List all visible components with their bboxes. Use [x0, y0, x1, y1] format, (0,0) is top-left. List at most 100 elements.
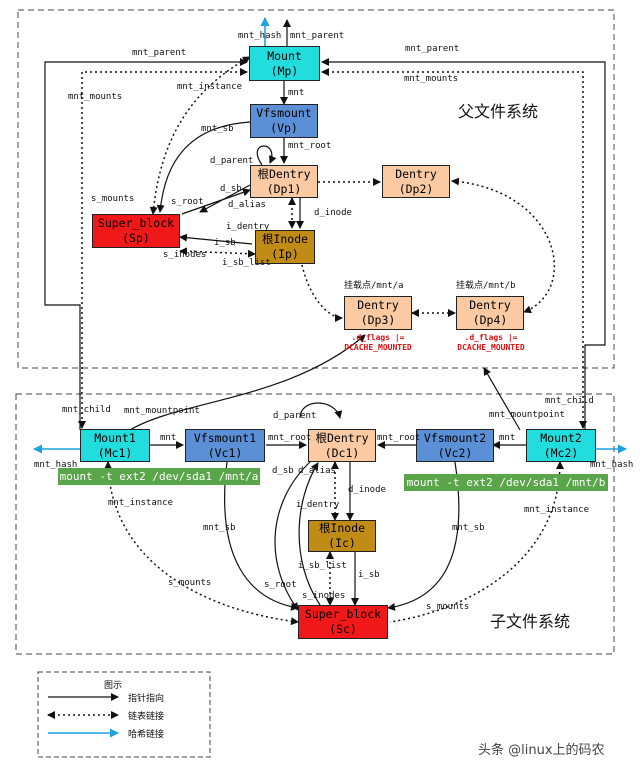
- node-id: (Sc): [329, 622, 357, 636]
- child-list-links: [104, 461, 564, 626]
- mnt-label: mnt: [288, 88, 305, 98]
- dentry-dp2-node[interactable]: Dentry (Dp2): [382, 165, 450, 198]
- vfsmount1-vc1-node[interactable]: Vfsmount1 (Vc1): [185, 429, 265, 462]
- s-root-label: s_root: [264, 580, 297, 590]
- mnt-root-label: mnt_root: [268, 433, 312, 443]
- d-inode-label: d_inode: [348, 485, 386, 495]
- flag-value: DCACHE_MOUNTED: [457, 343, 525, 352]
- node-name: Mount2: [540, 430, 582, 445]
- vfsmount-vp-node[interactable]: Vfsmount (Vp): [250, 104, 318, 138]
- node-name: Super_block: [304, 607, 382, 621]
- dentry-dc1-node[interactable]: 根Dentry (Dc1): [308, 429, 376, 462]
- mnt-hash-label: mnt_hash: [238, 31, 282, 41]
- node-name: Vfsmount: [256, 106, 312, 120]
- i-sb-label: i_sb: [358, 570, 380, 580]
- mnt-root-label: mnt_root: [288, 141, 332, 151]
- mnt-sb-label: mnt_sb: [203, 523, 236, 533]
- node-id: (Ic): [328, 536, 356, 550]
- s-mounts-label: s_mounts: [91, 194, 135, 204]
- legend-list-label: 链表链接: [128, 712, 165, 722]
- flag-value: DCACHE_MOUNTED: [344, 343, 412, 352]
- node-id: (Dp1): [266, 181, 302, 196]
- mnt-hash-label: mnt_hash: [590, 460, 634, 470]
- mnt-mountpoint-label: mnt_mountpoint: [489, 410, 565, 420]
- parent-list-links: [179, 177, 556, 322]
- parent-fs-title: 父文件系统: [458, 102, 539, 121]
- dentry-dp1-node[interactable]: 根Dentry (Dp1): [250, 165, 318, 198]
- dp3-flag-label: .d_flags |= DCACHE_MOUNTED: [344, 333, 412, 353]
- parent-fs-frame: [17, 9, 615, 369]
- mount-command-1: mount -t ext2 /dev/sda1 /mnt/a: [58, 468, 260, 485]
- hash-links: [33, 17, 627, 454]
- dentry-dp3-node[interactable]: Dentry (Dp3): [344, 296, 412, 330]
- dentry-dp4-node[interactable]: Dentry (Dp4): [456, 296, 524, 330]
- mnt-parent-label: mnt_parent: [132, 48, 187, 58]
- node-name: 根Dentry: [257, 166, 311, 181]
- inode-ip-node[interactable]: 根Inode (Ip): [255, 230, 315, 264]
- vfsmount2-vc2-node[interactable]: Vfsmount2 (Vc2): [416, 429, 494, 462]
- mnt-parent-label: mnt_parent: [290, 31, 345, 41]
- s-inodes-label: s_inodes: [302, 591, 346, 601]
- d-alias-label: d_alias: [298, 466, 336, 476]
- mnt-root-label: mnt_root: [377, 433, 421, 443]
- mount2-mc2-node[interactable]: Mount2 (Mc2): [526, 429, 596, 462]
- mountpoint-links: [129, 334, 366, 431]
- s-mounts-label: s_mounts: [426, 602, 470, 612]
- inode-ic-node[interactable]: 根Inode (Ic): [308, 520, 376, 552]
- i-dentry-label: i_dentry: [226, 222, 270, 232]
- mountpoint-a-label: 挂载点/mnt/a: [344, 281, 404, 291]
- node-id: (Dp3): [360, 313, 396, 327]
- node-id: (Mc1): [97, 445, 133, 460]
- d-alias-label: d_alias: [228, 200, 266, 210]
- i-sb-list-label: i_sb_list: [222, 258, 271, 268]
- parent-pointer-links: [156, 81, 521, 431]
- node-id: (Vp): [270, 121, 298, 135]
- mnt-mounts-label: mnt_mounts: [68, 92, 123, 102]
- node-name: Dentry: [469, 298, 511, 312]
- d-sb-label: d_sb: [220, 184, 242, 194]
- s-root-label: s_root: [171, 197, 204, 207]
- mnt-mountpoint-label: mnt_mountpoint: [124, 406, 200, 416]
- mnt-sb-label: mnt_sb: [201, 124, 234, 134]
- mnt-child-label: mnt_child: [62, 405, 111, 415]
- mount-mp-node[interactable]: Mount (Mp): [249, 46, 320, 81]
- legend-pointer-label: 指针指向: [128, 694, 165, 704]
- node-name: 根Inode: [261, 232, 309, 246]
- node-name: Vfsmount2: [423, 430, 487, 445]
- mnt-label: mnt: [160, 433, 177, 443]
- node-name: Mount: [267, 48, 302, 63]
- super-block-sc-node[interactable]: Super_block (Sc): [298, 605, 388, 639]
- mountpoint-b-label: 挂载点/mnt/b: [456, 281, 516, 291]
- node-id: (Mp): [270, 63, 299, 78]
- mnt-instance-label: mnt_instance: [108, 498, 174, 508]
- i-sb-label: i_sb: [214, 238, 236, 248]
- i-dentry-label: i_dentry: [296, 500, 340, 510]
- d-parent-label: d_parent: [273, 411, 317, 421]
- node-name: 根Inode: [318, 521, 366, 535]
- flag-line: .d_flags |=: [351, 333, 405, 342]
- mount1-mc1-node[interactable]: Mount1 (Mc1): [80, 429, 150, 462]
- mount-command-2: mount -t ext2 /dev/sda1 /mnt/b: [404, 474, 608, 491]
- s-mounts-label: s_mounts: [168, 578, 212, 588]
- flag-line: .d_flags |=: [464, 333, 518, 342]
- d-mnt-list-label: i_sb_list: [298, 561, 347, 571]
- node-name: Super_block: [97, 216, 175, 230]
- child-fs-title: 子文件系统: [490, 612, 571, 631]
- node-id: (Sp): [122, 231, 150, 245]
- node-id: (Vc1): [207, 445, 243, 460]
- d-parent-label: d_parent: [210, 156, 254, 166]
- node-id: (Ip): [271, 247, 299, 261]
- mnt-label: mnt: [499, 433, 516, 443]
- legend-title: 图示: [104, 681, 123, 691]
- mnt-mounts-links: [78, 56, 587, 429]
- node-id: (Vc2): [437, 445, 473, 460]
- node-id: (Dp2): [398, 181, 434, 196]
- mnt-parent-label: mnt_parent: [405, 44, 460, 54]
- super-block-sp-node[interactable]: Super_block (Sp): [92, 214, 180, 248]
- watermark: 头条 @linux上的码农: [478, 743, 605, 758]
- legend-hash-label: 哈希链接: [128, 730, 165, 740]
- mnt-child-label: mnt_child: [545, 396, 594, 406]
- s-inodes-label: s_inodes: [163, 250, 207, 260]
